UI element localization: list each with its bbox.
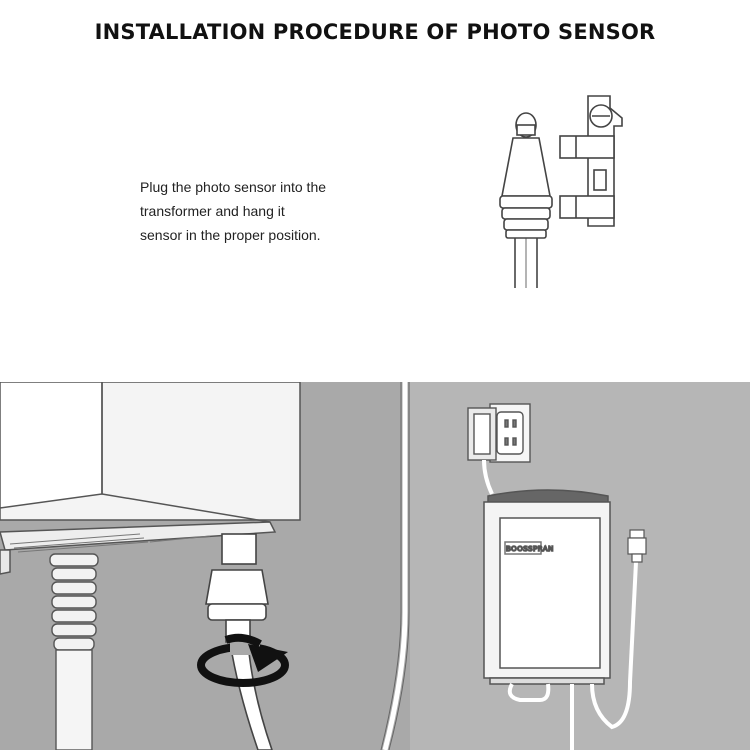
instruction-line-1: Plug the photo sensor into the [140, 179, 327, 195]
rotate-arrow-icon [197, 633, 289, 687]
instruction-line-2: transformer and hang it [140, 203, 285, 219]
photo-sensor-small-icon [627, 529, 647, 563]
instruction-text: Plug the photo sensor into the transform… [140, 175, 400, 247]
photo-sensor-icon [499, 112, 553, 288]
photo-sensor-connector [205, 533, 273, 750]
hanging-cable [382, 382, 408, 750]
transformer-closeup [0, 382, 301, 575]
mounting-bracket-icon [559, 95, 623, 227]
coiled-cord [49, 553, 99, 750]
transformer-icon: BOOSSPRAN [483, 489, 611, 685]
sensor-diagram [499, 95, 623, 288]
vent-grill [9, 533, 211, 553]
instruction-line-3: sensor in the proper position. [140, 227, 321, 243]
installation-scene: BOOSSPRAN [0, 382, 750, 750]
transformer-brand-label: BOOSSPRAN [506, 545, 554, 553]
wall-outlet-icon [467, 403, 531, 463]
page-title: INSTALLATION PROCEDURE OF PHOTO SENSOR [94, 20, 656, 44]
